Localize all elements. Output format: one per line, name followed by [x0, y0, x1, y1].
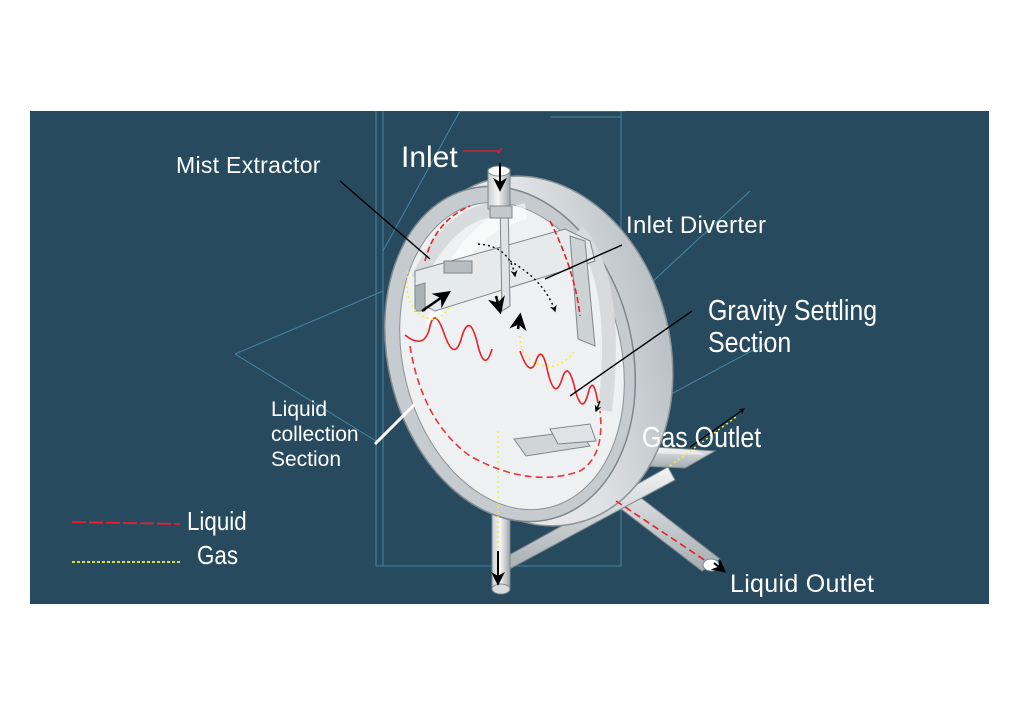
liquid-collection-line-3: Section [271, 448, 342, 472]
inlet-diverter [499, 198, 596, 347]
flow-arrows [421, 163, 745, 586]
gas-outlet-label: Gas Outlet [642, 422, 762, 454]
legend-gas-label: Gas [197, 540, 239, 570]
legend [71, 521, 181, 563]
inlet-label: Inlet [401, 141, 458, 174]
liquid-collection-label: Liquid collection Section [271, 397, 359, 473]
settling-box [513, 423, 597, 457]
gravity-settling-line-1: Gravity Settling [708, 295, 878, 327]
mist-extractor-label: Mist Extractor [176, 152, 321, 178]
legend-liquid-label: Liquid [187, 506, 247, 536]
separator-illustration [71, 111, 771, 595]
gravity-settling-line-2: Section [708, 327, 792, 360]
legend-liquid-line [71, 521, 181, 525]
gas-flow-paths [406, 270, 737, 467]
vessel-shell [383, 175, 674, 527]
liquid-flow-paths [404, 147, 707, 562]
gravity-settling-label: Gravity Settling Section [708, 295, 877, 360]
leader-lines [339, 180, 693, 446]
inlet-diverter-label: Inlet Diverter [626, 212, 767, 239]
liquid-outlet-label: Liquid Outlet [730, 570, 875, 598]
liquid-collection-line-2: collection [271, 423, 359, 447]
liquid-collection-line-1: Liquid [271, 398, 328, 421]
separator-diagram: Mist Extractor Inlet Inlet Diverter Grav… [30, 111, 989, 604]
